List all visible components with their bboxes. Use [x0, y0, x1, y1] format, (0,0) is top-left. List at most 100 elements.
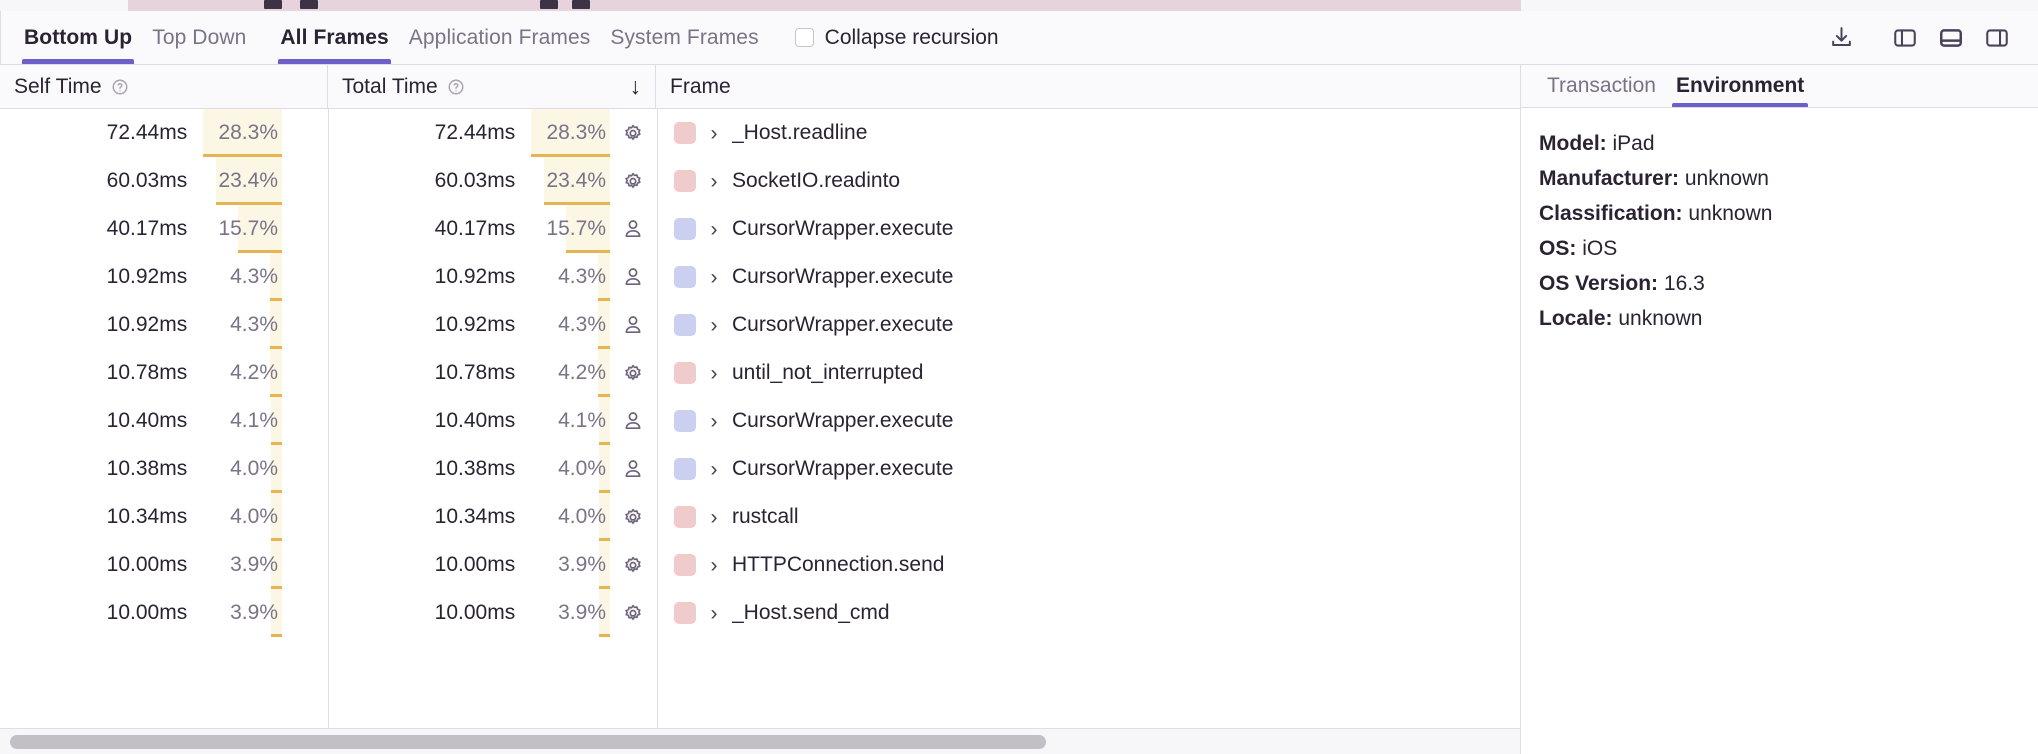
- collapse-recursion-toggle[interactable]: Collapse recursion: [794, 11, 999, 64]
- expand-chevron-icon[interactable]: ›: [710, 361, 718, 385]
- tab-all-frames[interactable]: All Frames: [270, 11, 398, 64]
- column-header-self-time-label: Self Time: [14, 74, 102, 98]
- collapse-recursion-label: Collapse recursion: [824, 25, 999, 49]
- cell-frame: ›CursorWrapper.execute: [656, 253, 1520, 301]
- column-header-total-time[interactable]: Total Time ↓: [328, 65, 656, 108]
- self-percent-cell: 4.3%: [199, 301, 282, 349]
- expand-chevron-icon[interactable]: ›: [710, 313, 718, 337]
- cell-frame: ›CursorWrapper.execute: [656, 301, 1520, 349]
- sort-descending-icon[interactable]: ↓: [629, 73, 642, 99]
- environment-key: OS Version:: [1539, 272, 1659, 295]
- person-icon: [610, 265, 656, 289]
- frame-color-swatch: [674, 410, 696, 432]
- self-percent-cell: 4.1%: [199, 397, 282, 445]
- self-percent-cell: 4.3%: [199, 253, 282, 301]
- self-percent-cell: 28.3%: [199, 109, 282, 157]
- expand-chevron-icon[interactable]: ›: [710, 217, 718, 241]
- total-percent-value: 15.7%: [546, 217, 606, 240]
- cell-frame: ›HTTPConnection.send: [656, 541, 1520, 589]
- tab-bottom-up-label: Bottom Up: [24, 25, 133, 49]
- total-percent-value: 3.9%: [558, 601, 606, 624]
- frame-name: SocketIO.readinto: [732, 169, 901, 192]
- expand-chevron-icon[interactable]: ›: [710, 169, 718, 193]
- column-header-self-time[interactable]: Self Time: [0, 65, 328, 108]
- total-time-value: 10.92ms: [434, 265, 516, 288]
- total-percent-cell: 3.9%: [527, 541, 610, 589]
- horizontal-scrollbar[interactable]: [0, 728, 1520, 754]
- total-percent-value: 4.0%: [558, 457, 606, 480]
- view-mode-tabs: Bottom Up Top Down: [14, 11, 256, 64]
- total-percent-cell: 15.7%: [527, 205, 610, 253]
- tab-environment[interactable]: Environment: [1666, 65, 1814, 107]
- environment-value: iPad: [1612, 132, 1655, 155]
- help-icon[interactable]: [111, 78, 129, 96]
- total-percent-cell: 4.1%: [527, 397, 610, 445]
- environment-key: Manufacturer:: [1539, 167, 1680, 190]
- help-icon[interactable]: [447, 78, 465, 96]
- layout-right-panel-icon[interactable]: [1974, 15, 2020, 61]
- cell-frame: ›CursorWrapper.execute: [656, 397, 1520, 445]
- expand-chevron-icon[interactable]: ›: [710, 601, 718, 625]
- column-header-total-time-label: Total Time: [342, 74, 438, 98]
- tab-application-frames[interactable]: Application Frames: [399, 11, 601, 64]
- tab-top-down[interactable]: Top Down: [142, 11, 256, 64]
- tab-system-frames-label: System Frames: [610, 25, 759, 49]
- frame-color-swatch: [674, 602, 696, 624]
- horizontal-scrollbar-thumb[interactable]: [10, 734, 1046, 749]
- self-percent-cell: 15.7%: [199, 205, 282, 253]
- self-percent-cell: 3.9%: [199, 589, 282, 637]
- expand-chevron-icon[interactable]: ›: [710, 505, 718, 529]
- frame-name: until_not_interrupted: [732, 361, 924, 384]
- details-panel-tabs: Transaction Environment: [1521, 65, 2038, 108]
- total-time-value: 72.44ms: [434, 121, 516, 144]
- gear-icon: [610, 553, 656, 577]
- expand-chevron-icon[interactable]: ›: [710, 265, 718, 289]
- environment-row: Locale: unknown: [1539, 301, 2038, 336]
- layout-bottom-panel-icon[interactable]: [1928, 15, 1974, 61]
- frame-name: rustcall: [732, 505, 799, 528]
- download-icon[interactable]: [1818, 15, 1864, 61]
- collapse-recursion-checkbox[interactable]: [794, 28, 814, 47]
- layout-left-panel-icon[interactable]: [1882, 15, 1928, 61]
- frame-color-swatch: [674, 554, 696, 576]
- frames-table-header: Self Time Total Time: [0, 65, 1520, 109]
- cell-frame: › rustcall: [656, 493, 1520, 541]
- tab-system-frames[interactable]: System Frames: [600, 11, 768, 64]
- tab-transaction[interactable]: Transaction: [1537, 65, 1666, 107]
- self-percent-value: 4.0%: [230, 457, 278, 480]
- toolbar-divider: [256, 11, 270, 64]
- tab-bottom-up[interactable]: Bottom Up: [14, 11, 142, 64]
- total-time-value: 10.38ms: [434, 457, 516, 480]
- frame-name: _Host.send_cmd: [732, 601, 890, 624]
- column-header-frame[interactable]: Frame: [656, 65, 1520, 108]
- expand-chevron-icon[interactable]: ›: [710, 553, 718, 577]
- total-percent-cell: 4.3%: [527, 301, 610, 349]
- expand-chevron-icon[interactable]: ›: [710, 121, 718, 145]
- expand-chevron-icon[interactable]: ›: [710, 409, 718, 433]
- gear-icon: [610, 601, 656, 625]
- environment-value: iOS: [1582, 237, 1618, 260]
- cell-frame: › _Host.send_cmd: [656, 589, 1520, 637]
- person-icon: [610, 457, 656, 481]
- person-icon: [610, 313, 656, 337]
- expand-chevron-icon[interactable]: ›: [710, 457, 718, 481]
